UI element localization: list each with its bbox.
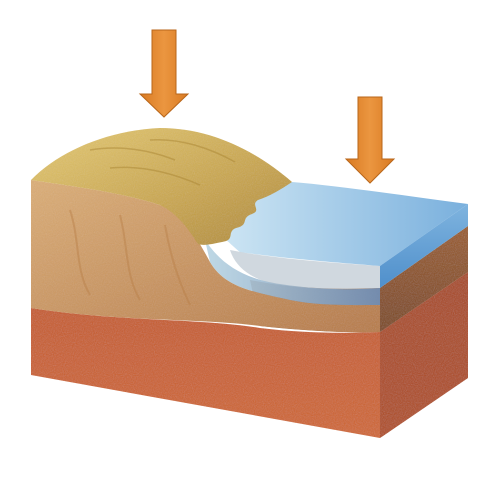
water-lakebed-visible [230, 250, 380, 290]
bedrock-front-face [31, 308, 380, 438]
sand-dune-layer [31, 128, 292, 245]
sediment-side-face [380, 226, 468, 332]
arrow-right [344, 96, 396, 184]
soil-front-face [31, 180, 380, 333]
water-surface [205, 182, 468, 266]
bedrock-layer [31, 272, 468, 438]
shallow-water-layer [205, 182, 468, 306]
arrow-left [138, 29, 190, 118]
soil-erosion-lines [69, 209, 191, 306]
water-side-face [380, 204, 468, 288]
water-front-face [205, 240, 380, 306]
down-arrow-icon [138, 29, 190, 118]
down-arrow-icon [344, 96, 396, 184]
bank-soil-layer [31, 180, 380, 333]
bedrock-side-face [380, 272, 468, 438]
sand-dune-ripples [89, 139, 236, 186]
